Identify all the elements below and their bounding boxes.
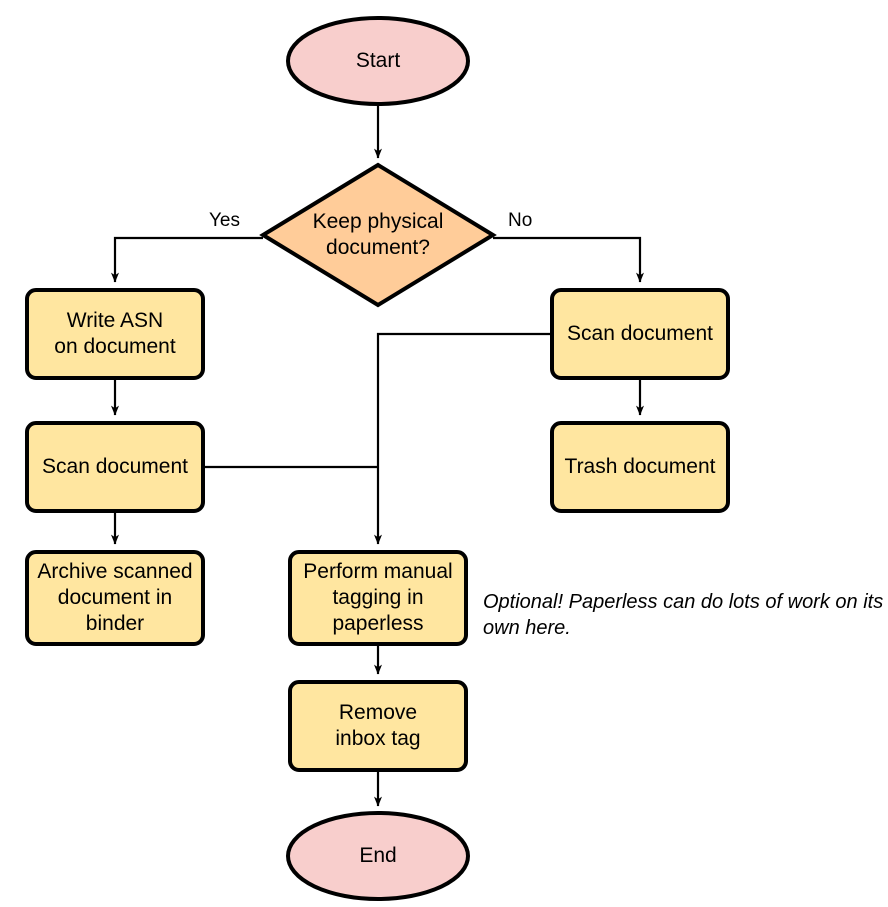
- node-remove-inbox-tag[interactable]: [288, 680, 468, 772]
- edge-label-yes: Yes: [209, 210, 240, 231]
- node-trash-document[interactable]: [550, 421, 730, 513]
- node-scan-document-left[interactable]: [25, 421, 205, 513]
- node-end[interactable]: [286, 811, 470, 901]
- node-write-asn[interactable]: [25, 288, 205, 380]
- node-perform-manual-tagging[interactable]: [288, 550, 468, 646]
- node-archive-scanned-document[interactable]: [25, 550, 205, 646]
- optional-note-annotation: Optional! Paperless can do lots of work …: [483, 591, 884, 639]
- node-scan-document-right[interactable]: [550, 288, 730, 380]
- edge-label-no: No: [508, 210, 533, 231]
- edge-scan-right-to-tagging: [374, 332, 552, 545]
- edge-decision-to-write-asn: [111, 236, 263, 283]
- edge-decision-to-scan-right: [493, 236, 644, 283]
- node-start[interactable]: [286, 16, 470, 106]
- node-keep-physical-document[interactable]: [259, 162, 497, 308]
